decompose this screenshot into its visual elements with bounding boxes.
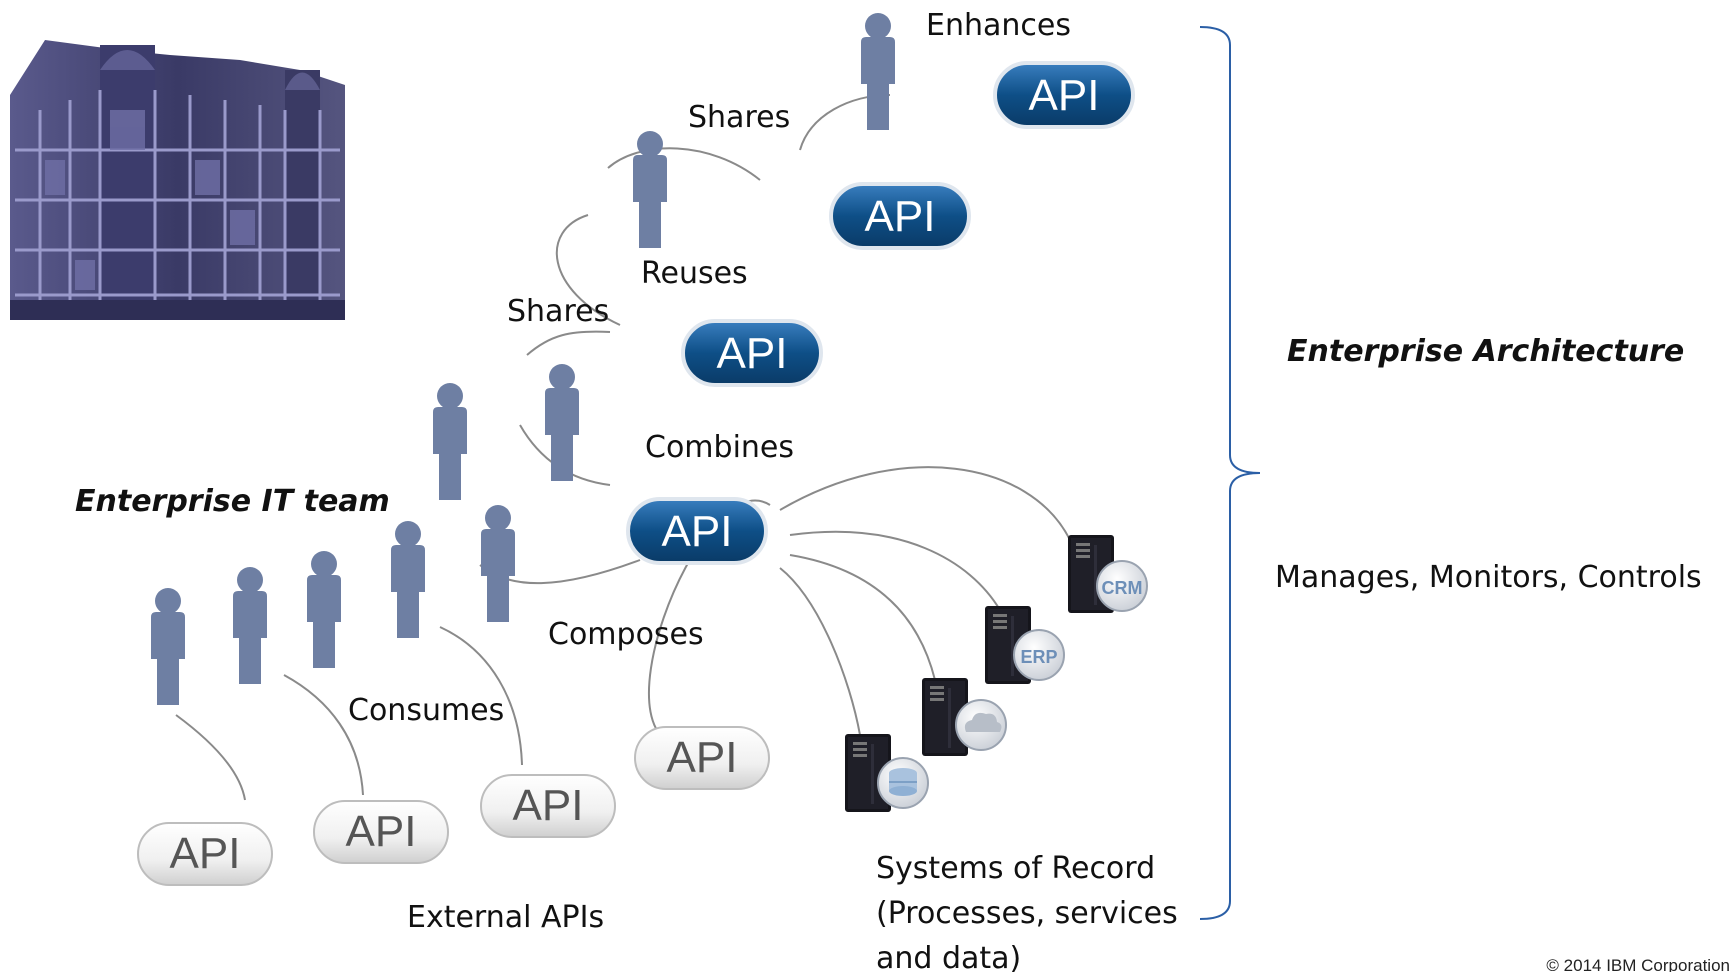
svg-text:ERP: ERP [1020, 647, 1057, 667]
label-enterprise-architecture: Enterprise Architecture [1287, 334, 1684, 369]
person-icon [481, 505, 515, 622]
external-api-pill: API [480, 774, 616, 838]
label-consumes: Consumes [348, 693, 504, 728]
svg-text:CRM: CRM [1102, 578, 1143, 598]
svg-text:API: API [717, 329, 788, 378]
svg-text:API: API [667, 733, 738, 782]
erp-server-icon: ERP [985, 606, 1065, 684]
person-icon [633, 131, 667, 248]
label-systems-of-record-line3: and data) [876, 941, 1021, 972]
enterprise-architecture-brace [1199, 26, 1261, 920]
label-shares-top: Shares [688, 100, 790, 135]
label-reuses: Reuses [641, 256, 748, 291]
person-icon [151, 588, 185, 705]
label-systems-of-record-line2: (Processes, services [876, 896, 1178, 931]
label-composes: Composes [548, 617, 704, 652]
svg-text:API: API [513, 781, 584, 830]
svg-text:API: API [662, 507, 733, 556]
label-enhances: Enhances [926, 8, 1071, 43]
copyright: © 2014 IBM Corporation [1546, 956, 1730, 972]
label-combines: Combines [645, 430, 794, 465]
external-api-pill: API [313, 800, 449, 864]
api-pill-blue: API [829, 182, 971, 250]
api-pill-blue: API [993, 61, 1135, 129]
label-manages-monitors-controls: Manages, Monitors, Controls [1275, 560, 1702, 595]
api-pill-blue: API [626, 497, 768, 565]
external-api-pill: API [137, 822, 273, 886]
svg-text:API: API [346, 807, 417, 856]
label-enterprise-it-team: Enterprise IT team [75, 484, 390, 519]
svg-text:API: API [170, 829, 241, 878]
office-building-icon [10, 40, 345, 320]
label-systems-of-record-line1: Systems of Record [876, 851, 1155, 886]
person-icon [233, 567, 267, 684]
label-shares-mid: Shares [507, 294, 609, 329]
label-external-apis: External APIs [407, 900, 604, 935]
svg-text:API: API [1029, 71, 1100, 120]
database-server-icon [845, 734, 929, 812]
svg-text:API: API [865, 192, 936, 241]
person-icon [433, 383, 467, 500]
person-icon [307, 551, 341, 668]
person-icon [861, 13, 895, 130]
person-icon [545, 364, 579, 481]
crm-server-icon: CRM [1068, 535, 1148, 613]
person-icon [391, 521, 425, 638]
external-api-pill: API [634, 726, 770, 790]
cloud-server-icon [922, 678, 1007, 756]
api-pill-blue: API [681, 319, 823, 387]
